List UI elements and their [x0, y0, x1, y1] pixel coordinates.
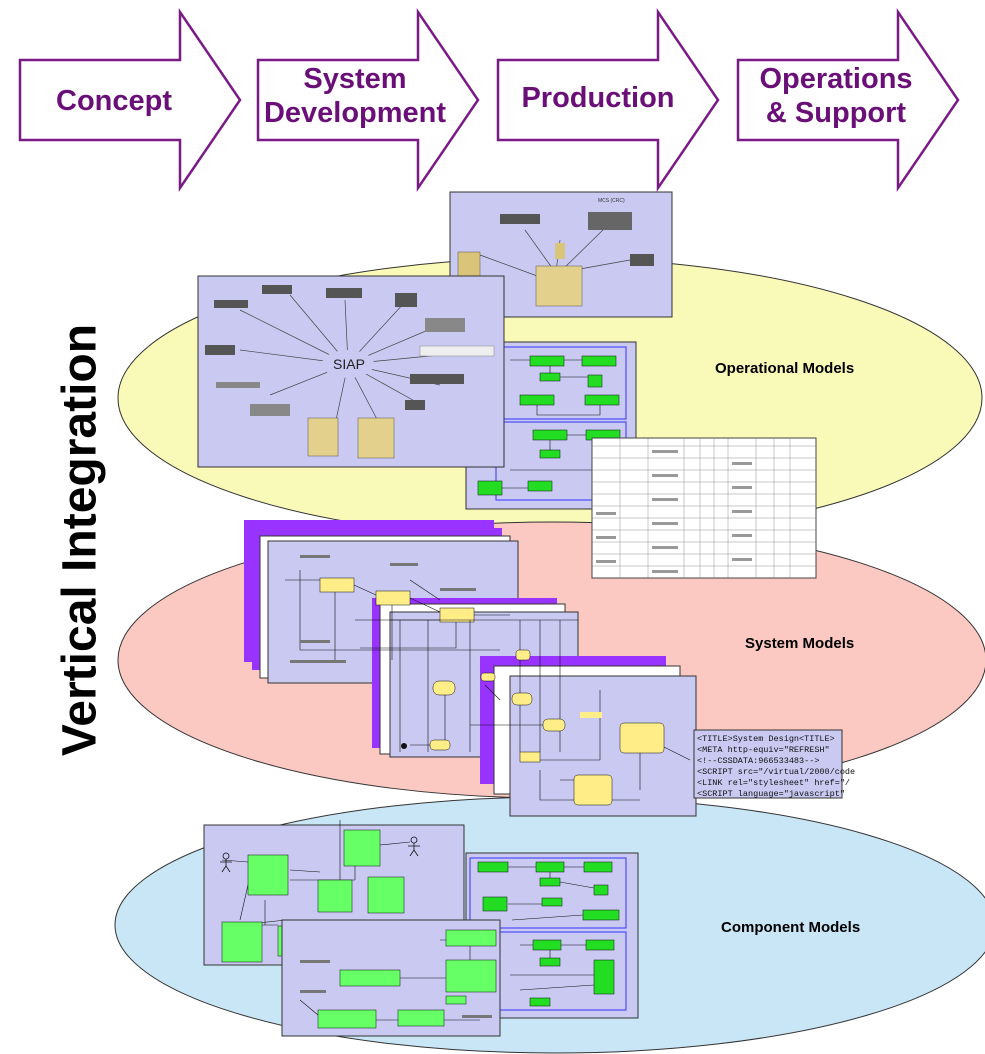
code-line-5: <LINK rel="stylesheet" href="/ — [697, 778, 850, 788]
operational-models-label: Operational Models — [715, 360, 854, 377]
phase-label-concept: Concept — [56, 85, 172, 117]
code-line-6: <SCRIPT language="javascript" — [697, 789, 845, 799]
phase-label-development: Development — [264, 97, 446, 129]
mcs-label: MCS (CRC) — [598, 198, 625, 204]
siap-label: SIAP — [333, 356, 365, 372]
phase-label-production: Production — [521, 82, 674, 114]
vertical-integration-label-box: Vertical Integration — [30, 180, 130, 900]
code-line-3: <!--CSSDATA:966533483--> — [697, 756, 819, 766]
phase-label-support: & Support — [766, 97, 906, 129]
phase-arrow-system-development: System Development — [256, 7, 480, 193]
phase-arrow-production: Production — [496, 7, 720, 193]
phase-label-system: System — [303, 63, 406, 95]
system-state-diagram — [519, 690, 691, 806]
phase-arrow-operations-support: Operations & Support — [736, 7, 960, 193]
system-panel-stack-3 — [480, 656, 697, 817]
siap-operational-panel: SIAP — [197, 275, 505, 468]
system-flow-diagram — [285, 555, 510, 663]
phase-arrow-concept: Concept — [18, 7, 242, 193]
html-code-panel: <TITLE>System Design<TITLE> <META http-e… — [693, 729, 855, 799]
component-models-label: Component Models — [721, 919, 860, 936]
system-models-label: System Models — [745, 635, 854, 652]
system-activity-diagram — [390, 619, 578, 752]
database-diagram-panel — [281, 919, 501, 1037]
phase-label-operations: Operations — [759, 63, 912, 95]
code-line-2: <META http-equiv="REFRESH" — [697, 745, 830, 755]
data-table — [591, 437, 817, 579]
code-line-4: <SCRIPT src="/virtual/2000/code — [697, 767, 855, 777]
vertical-integration-label: Vertical Integration — [53, 323, 107, 757]
code-line-1: <TITLE>System Design<TITLE> — [697, 734, 835, 744]
